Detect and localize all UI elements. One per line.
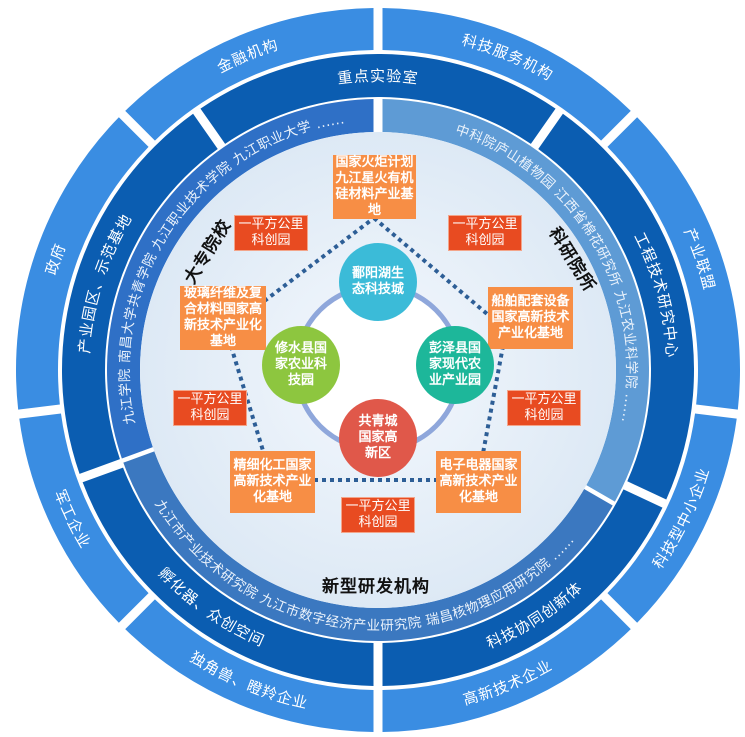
outer-segment-industry-alliances	[607, 117, 740, 410]
middle-segment-key-laboratories	[200, 53, 556, 144]
pentagon-dotted-edge	[224, 216, 376, 332]
outer-segment-unicorn-gazelle-enterprises	[125, 599, 374, 732]
outer-segment-tech-smes	[607, 413, 737, 623]
inner-segment-research-institutes	[382, 99, 649, 502]
middle-segment-industrial-parks	[61, 113, 218, 474]
zone-xiushui-agri-park: 修水县国家农业科技园	[262, 326, 340, 404]
inner-segment-new-rd-institutions	[123, 451, 613, 641]
zone-pengze-agri-park: 彭泽县国家现代农业产业园	[416, 326, 494, 404]
pentagon-dotted-edge	[476, 329, 508, 481]
base-box-organosilicon: 国家火炬计划九江星火有机硅材料产业基地	[333, 155, 416, 219]
middle-label-key-laboratories: 重点实验室	[337, 67, 420, 88]
park-box: 一平方公里科创园	[234, 215, 308, 251]
middle-segment-incubators-makerspaces	[82, 467, 374, 686]
outer-segment-military-enterprises	[19, 413, 149, 623]
middle-segment-engineering-research-centers	[538, 113, 694, 500]
base-box-glass-fiber: 玻璃纤维及复合材料国家高新技术产业化基地	[180, 286, 266, 350]
zone-gongqingcheng-hi-tech: 共青城国家高新区	[339, 399, 417, 477]
park-box: 一平方公里科创园	[448, 215, 522, 251]
outer-segment-hi-tech-enterprises	[382, 599, 631, 732]
outer-segment-financial-institutions	[125, 8, 374, 141]
category-label-new-rd-institutions: 新型研发机构	[322, 577, 430, 597]
park-box: 一平方公里科创园	[341, 497, 415, 533]
inner-segment-universities	[107, 99, 374, 459]
zone-poyang-lake-eco-city: 鄱阳湖生态科技城	[339, 243, 417, 321]
park-box: 一平方公里科创园	[507, 390, 581, 426]
base-box-fine-chemicals: 精细化工国家高新技术产业化基地	[230, 451, 315, 513]
outer-segment-government	[15, 117, 149, 410]
pentagon-dotted-edge	[372, 216, 508, 332]
base-box-electronics: 电子电器国家高新技术产业化基地	[436, 451, 521, 513]
base-box-ship-equipment: 船舶配套设备国家高新技术产业化基地	[488, 287, 573, 349]
middle-segment-collaborative-innovation	[382, 489, 663, 686]
middle-label-key-laboratories-text: 重点实验室	[337, 67, 419, 88]
outer-segment-tech-service-agencies	[382, 8, 631, 141]
park-box: 一平方公里科创园	[173, 390, 247, 426]
